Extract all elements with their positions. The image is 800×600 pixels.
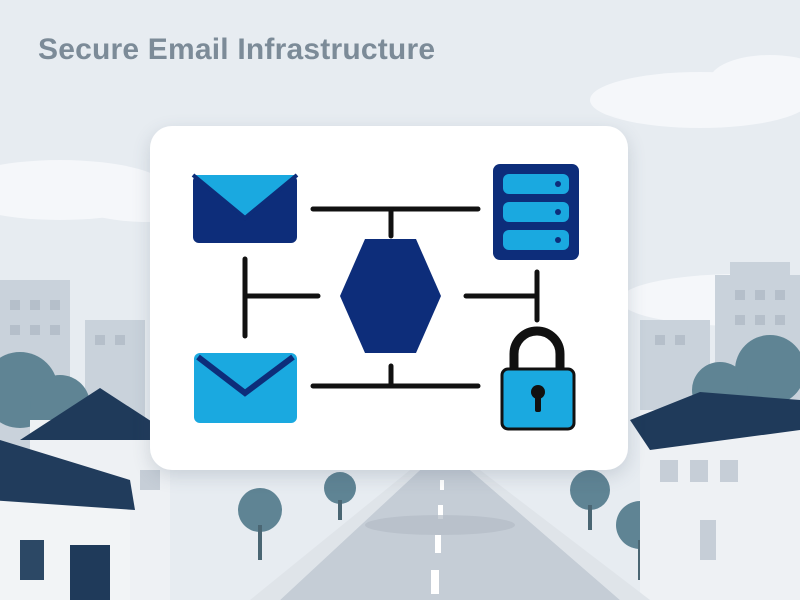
left-houses: [0, 388, 180, 600]
diagram-card: [150, 126, 628, 470]
closed-envelope-icon: [191, 173, 299, 243]
connector-lines: [242, 206, 540, 389]
server-stack-icon: [493, 164, 579, 260]
open-envelope-icon: [194, 353, 297, 423]
far-windows: [10, 290, 785, 345]
padlock-icon: [500, 326, 576, 431]
road: [250, 470, 650, 600]
page-title: Secure Email Infrastructure: [38, 33, 436, 66]
network-diagram: [191, 164, 579, 431]
hexagon-hub-icon: [340, 239, 441, 353]
right-houses: [630, 392, 800, 600]
